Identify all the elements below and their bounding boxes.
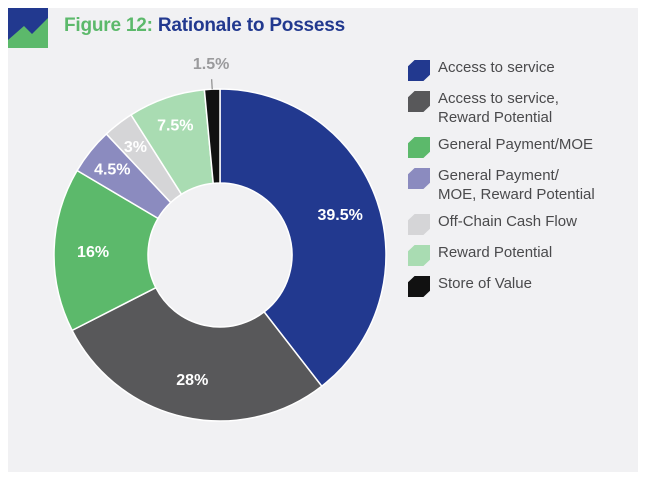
donut-slice [71,286,323,422]
legend-item: Access to service, Reward Potential [408,89,595,127]
donut-slice [203,88,221,185]
legend-swatch-icon [408,245,430,266]
donut-slice [53,169,160,332]
legend-label: Store of Value [438,275,532,292]
logo-icon [8,8,48,48]
legend-item: Off-Chain Cash Flow [408,212,595,235]
data-label: 28% [176,372,208,389]
legend-item: Access to service [408,58,595,81]
legend-item: Reward Potential [408,243,595,266]
data-label: 39.5% [317,207,362,224]
legend-swatch-icon [408,168,430,189]
donut-slice [219,88,387,388]
legend-swatch-icon [408,276,430,297]
legend-label: General Payment/MOE [438,136,594,153]
figure-number: Figure 12: [64,15,153,36]
data-label: 16% [77,244,109,261]
legend-item: General Payment/ MOE, Reward Potential [408,166,595,204]
legend-swatch-icon [408,214,430,235]
legend-swatch-icon [408,60,430,81]
legend-label: Off-Chain Cash Flow [438,213,577,230]
legend-swatch-icon [408,137,430,158]
chart-title: Figure 12: Rationale to Possess [64,15,345,37]
data-label: 3% [124,139,147,156]
legend-label: Reward Potential [438,244,553,261]
legend-item: General Payment/MOE [408,135,595,158]
legend-label: Access to service, Reward Potential [438,90,559,126]
legend-item: Store of Value [408,274,595,297]
data-label: 1.5% [193,56,229,73]
data-label: 4.5% [94,162,130,179]
figure-name: Rationale to Possess [157,15,346,36]
legend-label: Access to service [438,59,555,76]
legend-swatch-icon [408,91,430,112]
data-label: 7.5% [157,117,193,134]
legend-label: General Payment/ MOE, Reward Potential [438,167,595,203]
